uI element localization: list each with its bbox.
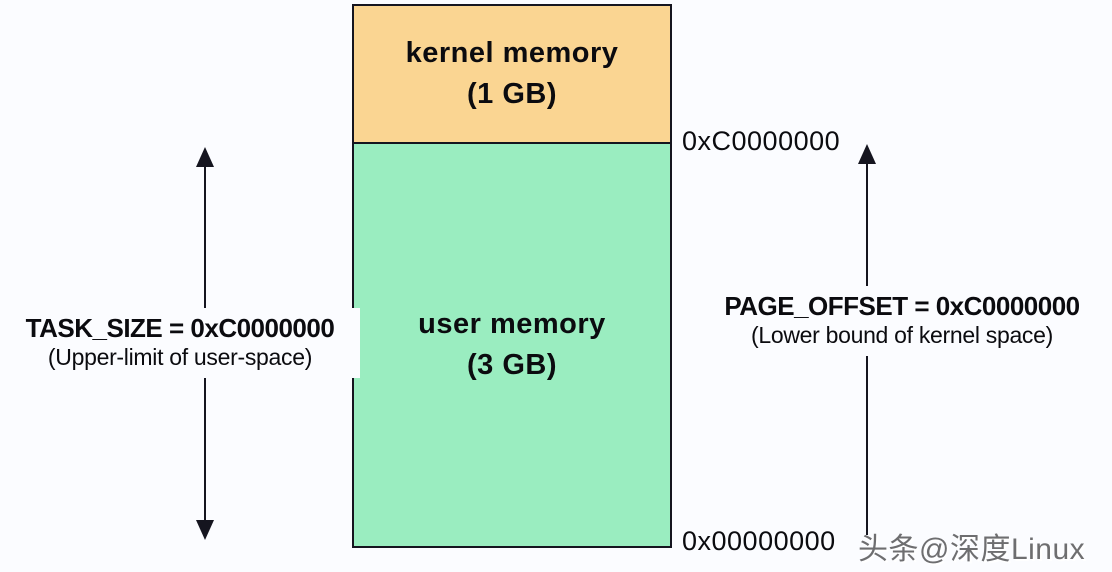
arrow-up-icon [858, 144, 876, 164]
kernel-memory-size: (1 GB) [467, 78, 557, 110]
page-offset-title: PAGE_OFFSET = 0xC0000000 [724, 291, 1080, 321]
arrow-up-icon [196, 147, 214, 167]
arrow-down-icon [196, 520, 214, 540]
page-offset-subtitle: (Lower bound of kernel space) [751, 322, 1053, 348]
kernel-memory-label: kernel memory [405, 37, 619, 69]
task-size-subtitle: (Upper-limit of user-space) [47, 344, 313, 370]
user-memory-size: (3 GB) [467, 349, 557, 381]
address-label-bottom: 0x00000000 [682, 526, 836, 556]
task-size-annotation: TASK_SIZE = 0xC0000000 (Upper-limit of u… [0, 308, 360, 378]
page-offset-annotation: PAGE_OFFSET = 0xC0000000 (Lower bound of… [698, 286, 1106, 356]
task-size-title: TASK_SIZE = 0xC0000000 [25, 313, 335, 343]
user-memory-region: user memory (3 GB) [354, 144, 670, 546]
user-memory-label: user memory [418, 308, 606, 340]
watermark: 头条@深度Linux [858, 533, 1086, 566]
memory-box: kernel memory (1 GB) user memory (3 GB) [352, 4, 672, 548]
address-label-top: 0xC0000000 [682, 126, 841, 156]
kernel-memory-region: kernel memory (1 GB) [354, 6, 670, 144]
